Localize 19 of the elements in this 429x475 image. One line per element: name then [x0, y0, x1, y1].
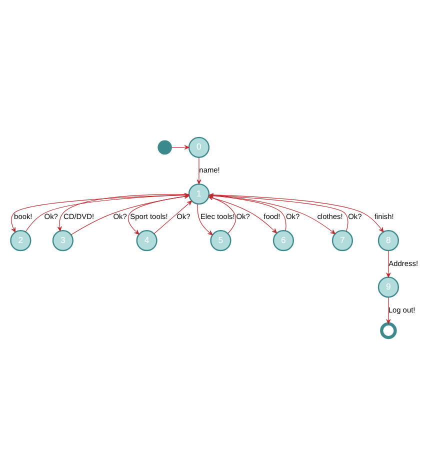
node-circle: 3: [52, 230, 74, 252]
node-circle: [158, 140, 172, 155]
arrow: [196, 157, 202, 184]
arrow: [197, 204, 213, 236]
arrow: [171, 145, 190, 150]
arrow: [154, 200, 192, 234]
node-circle: 4: [136, 230, 158, 252]
node-circle: 1: [188, 183, 210, 205]
arrow: [386, 250, 391, 278]
arrow: [57, 194, 190, 232]
arrow: [386, 296, 391, 324]
node-circle: 5: [210, 230, 232, 252]
node-circle: 9: [378, 276, 399, 298]
node-circle: 8: [378, 230, 399, 252]
node-circle: 6: [272, 230, 294, 252]
node-circle: 7: [332, 230, 354, 252]
node-circle: [380, 322, 397, 340]
node-circle: 2: [10, 230, 32, 252]
node-circle: 0: [188, 136, 210, 158]
